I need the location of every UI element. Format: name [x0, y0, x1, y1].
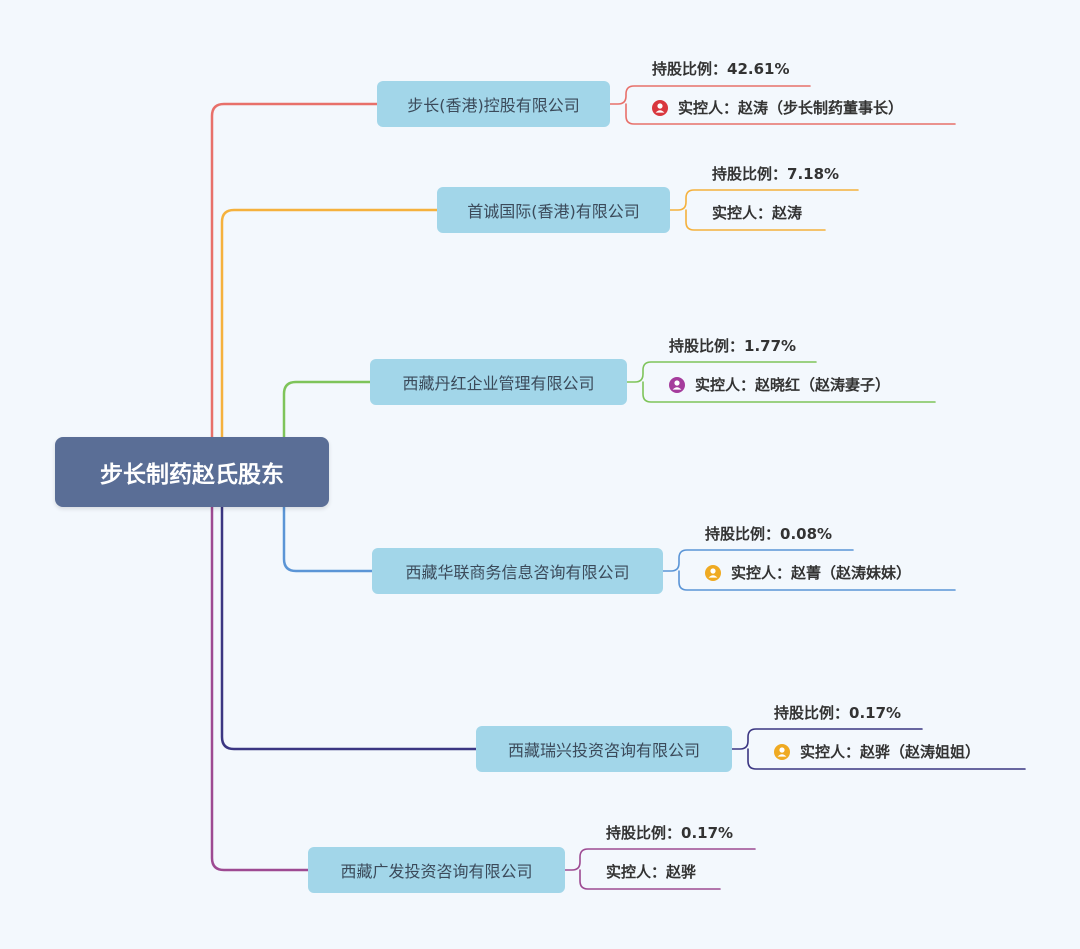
share-ratio-4: 持股比例：0.08%: [705, 525, 833, 543]
person-icon: [652, 100, 668, 116]
controller-2: 实控人：赵涛: [712, 202, 802, 224]
company-node-4[interactable]: 西藏华联商务信息咨询有限公司: [372, 548, 663, 594]
controller-text-6: 实控人：赵骅: [606, 863, 697, 881]
share-ratio-6: 持股比例：0.17%: [606, 824, 734, 842]
controller-text-4: 实控人：赵菁（赵涛妹妹）: [731, 564, 912, 582]
info-connector-3: [626, 361, 936, 403]
root-node[interactable]: 步长制药赵氏股东: [55, 437, 329, 507]
controller-3: 实控人：赵晓红（赵涛妻子）: [669, 374, 890, 396]
connector-branch-6: [210, 505, 310, 872]
person-icon: [705, 565, 721, 581]
info-connector-1: [609, 85, 956, 125]
company-node-1[interactable]: 步长(香港)控股有限公司: [377, 81, 610, 127]
person-icon: [669, 377, 685, 393]
info-connector-4: [662, 549, 956, 591]
connector-branch-2: [220, 208, 439, 439]
controller-6: 实控人：赵骅: [606, 861, 696, 883]
share-ratio-3: 持股比例：1.77%: [669, 337, 797, 355]
share-ratio-1: 持股比例：42.61%: [652, 60, 790, 78]
connector-branch-5: [220, 505, 478, 751]
company-node-3[interactable]: 西藏丹红企业管理有限公司: [370, 359, 627, 405]
info-connector-6: [564, 848, 756, 890]
connector-branch-3: [282, 380, 372, 439]
share-ratio-5: 持股比例：0.17%: [774, 704, 902, 722]
controller-text-2: 实控人：赵涛: [712, 204, 803, 222]
controller-4: 实控人：赵菁（赵涛妹妹）: [705, 562, 911, 584]
info-connector-2: [669, 189, 859, 231]
connector-branch-4: [282, 505, 374, 573]
person-icon: [774, 744, 790, 760]
controller-text-3: 实控人：赵晓红（赵涛妻子）: [695, 376, 891, 394]
company-node-6[interactable]: 西藏广发投资咨询有限公司: [308, 847, 565, 893]
controller-1: 实控人：赵涛（步长制药董事长）: [652, 97, 903, 119]
connector-branch-1: [210, 102, 379, 439]
info-connector-5: [731, 728, 1026, 770]
share-ratio-2: 持股比例：7.18%: [712, 165, 840, 183]
controller-text-5: 实控人：赵骅（赵涛姐姐）: [800, 743, 981, 761]
controller-text-1: 实控人：赵涛（步长制药董事长）: [678, 99, 904, 117]
controller-5: 实控人：赵骅（赵涛姐姐）: [774, 741, 980, 763]
company-node-5[interactable]: 西藏瑞兴投资咨询有限公司: [476, 726, 732, 772]
company-node-2[interactable]: 首诚国际(香港)有限公司: [437, 187, 670, 233]
